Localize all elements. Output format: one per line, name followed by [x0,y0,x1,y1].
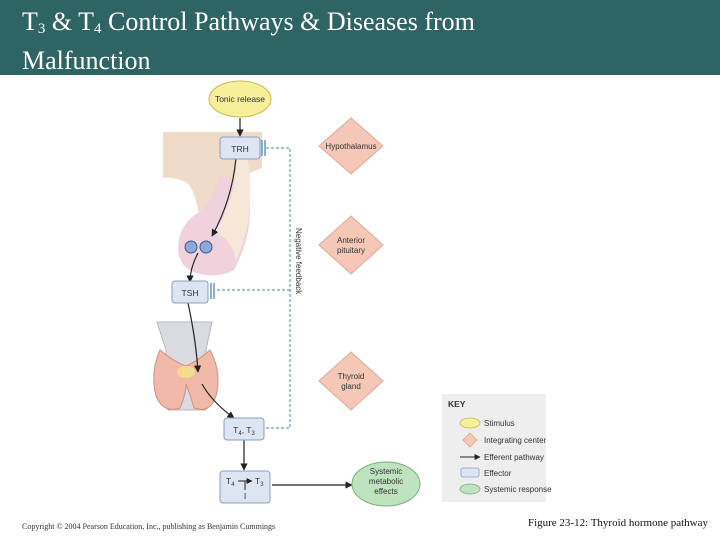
negative-feedback-line [216,147,291,429]
key-stimulus-swatch [459,417,481,429]
thyroid-gland-label-1: Thyroid [338,372,365,381]
slide-title-line-2: Malfunction [22,46,151,75]
anterior-pituitary-label-2: pituitary [337,246,365,255]
key-background [442,394,546,502]
key-item-systemic-response: Systemic response [484,485,552,494]
key-integrating-center-swatch [462,432,478,448]
key-item-stimulus: Stimulus [484,419,515,428]
systemic-effects-label-3: effects [374,487,397,496]
slide-title-line-1: T3 & T4 Control Pathways & Diseases from [22,7,475,37]
systemic-effects-label-2: metabolic [369,477,403,486]
conversion-t3-label: T3 [255,476,264,488]
t4-t3-label: T4, T3 [233,425,255,437]
tsh-box [171,280,209,304]
thyroid-lobes [153,349,219,410]
thyroid-isthmus [177,366,195,378]
trh-label: TRH [231,144,248,154]
t4-t3-box [223,417,265,441]
stimulus-oval [208,80,272,118]
anterior-pituitary-label-1: Anterior [337,236,365,245]
thyroid-to-t4t3-arrow [201,383,235,419]
key-systemic-response-swatch [459,483,481,495]
systemic-effects-label-1: Systemic [370,467,402,476]
diagram-key: KEY Stimulus Integrating center Efferent… [442,394,552,502]
pituitary-to-tsh-arrow [186,252,199,283]
thyroid-gland-diamond [318,351,384,411]
conversion-t4-label: T4 [226,476,235,488]
title-bar: T3 & T4 Control Pathways & Diseases from… [0,0,720,75]
hypothalamus-label: Hypothalamus [325,142,376,151]
thyroid-pathway-diagram: Negative feedback Tonic release TRH TSH … [153,80,552,507]
pituitary-stalk [215,150,251,260]
key-title: KEY [448,399,466,409]
iodine-label: I [244,491,246,501]
tsh-to-thyroid-arrow [187,302,202,373]
figure-caption: Figure 23-12: Thyroid hormone pathway [527,517,708,529]
copyright-notice: Copyright © 2004 Pearson Education, Inc.… [22,522,276,531]
tsh-label: TSH [182,288,199,298]
systemic-effects-oval [351,461,421,507]
pituitary-cell-right [199,240,213,254]
anterior-pituitary-diamond [318,215,384,275]
stimulus-label: Tonic release [215,94,265,104]
pituitary-cell-left [184,240,198,254]
key-item-integrating-center: Integrating center [484,436,547,445]
hypothalamus-diamond [318,117,384,175]
thyroid-gland-label-2: gland [341,382,361,391]
trh-to-pituitary-arrow [211,157,237,237]
key-item-effector: Effector [484,469,512,478]
key-item-efferent-pathway: Efferent pathway [484,453,544,462]
negative-feedback-label: Negative feedback [294,228,303,295]
trh-box [219,136,261,160]
key-effector-swatch [460,467,480,478]
